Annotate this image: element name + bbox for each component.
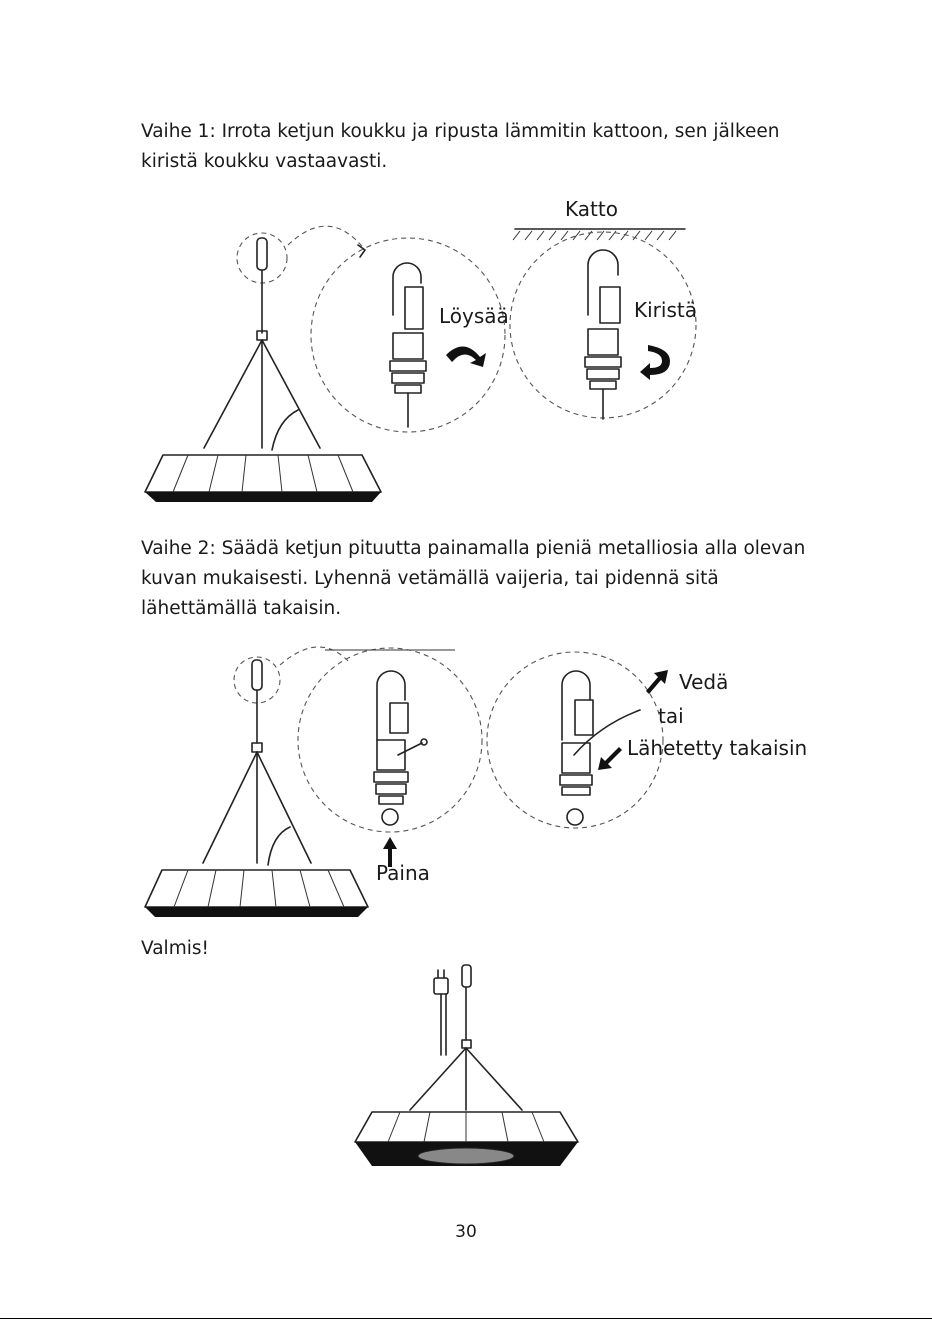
sent-back-label: Lähetetty takaisin bbox=[627, 736, 808, 760]
pull-arrow-icon bbox=[646, 670, 668, 694]
zoom-pointer-arrow bbox=[287, 225, 366, 251]
done-text: Valmis! bbox=[141, 938, 209, 959]
figure-step-2 bbox=[144, 646, 668, 917]
hook-detail-pull bbox=[486, 651, 668, 829]
pull-label: Vedä bbox=[679, 670, 729, 694]
hook-detail-tighten bbox=[509, 231, 697, 420]
ceiling-label: Katto bbox=[565, 197, 618, 221]
heater-illustration-2 bbox=[144, 656, 369, 917]
press-label: Paina bbox=[376, 861, 430, 885]
sent-back-arrow-icon bbox=[598, 747, 622, 770]
figure-step-1 bbox=[144, 225, 697, 502]
press-arrow-icon bbox=[383, 837, 397, 867]
ceiling-illustration bbox=[512, 228, 686, 241]
step-1-instruction: Vaihe 1: Irrota ketjun koukku ja ripusta… bbox=[141, 121, 780, 172]
tighten-label: Kiristä bbox=[634, 298, 697, 322]
tighten-arrow-icon bbox=[640, 345, 670, 380]
loosen-arrow-icon bbox=[446, 346, 486, 367]
zoom-pointer-arrow-2 bbox=[279, 646, 351, 666]
loosen-label: Löysää bbox=[439, 304, 509, 328]
footer-rule bbox=[0, 1318, 932, 1319]
or-label: tai bbox=[658, 704, 684, 728]
heater-finished-illustration bbox=[354, 964, 579, 1166]
figure-finished bbox=[354, 964, 579, 1166]
hook-detail-loosen bbox=[310, 237, 506, 433]
heater-illustration bbox=[144, 232, 382, 502]
step-2-instruction: Vaihe 2: Säädä ketjun pituutta painamall… bbox=[141, 538, 806, 619]
hook-detail-press bbox=[297, 647, 483, 867]
page-number: 30 bbox=[455, 1222, 477, 1242]
plug-icon bbox=[433, 969, 449, 1056]
